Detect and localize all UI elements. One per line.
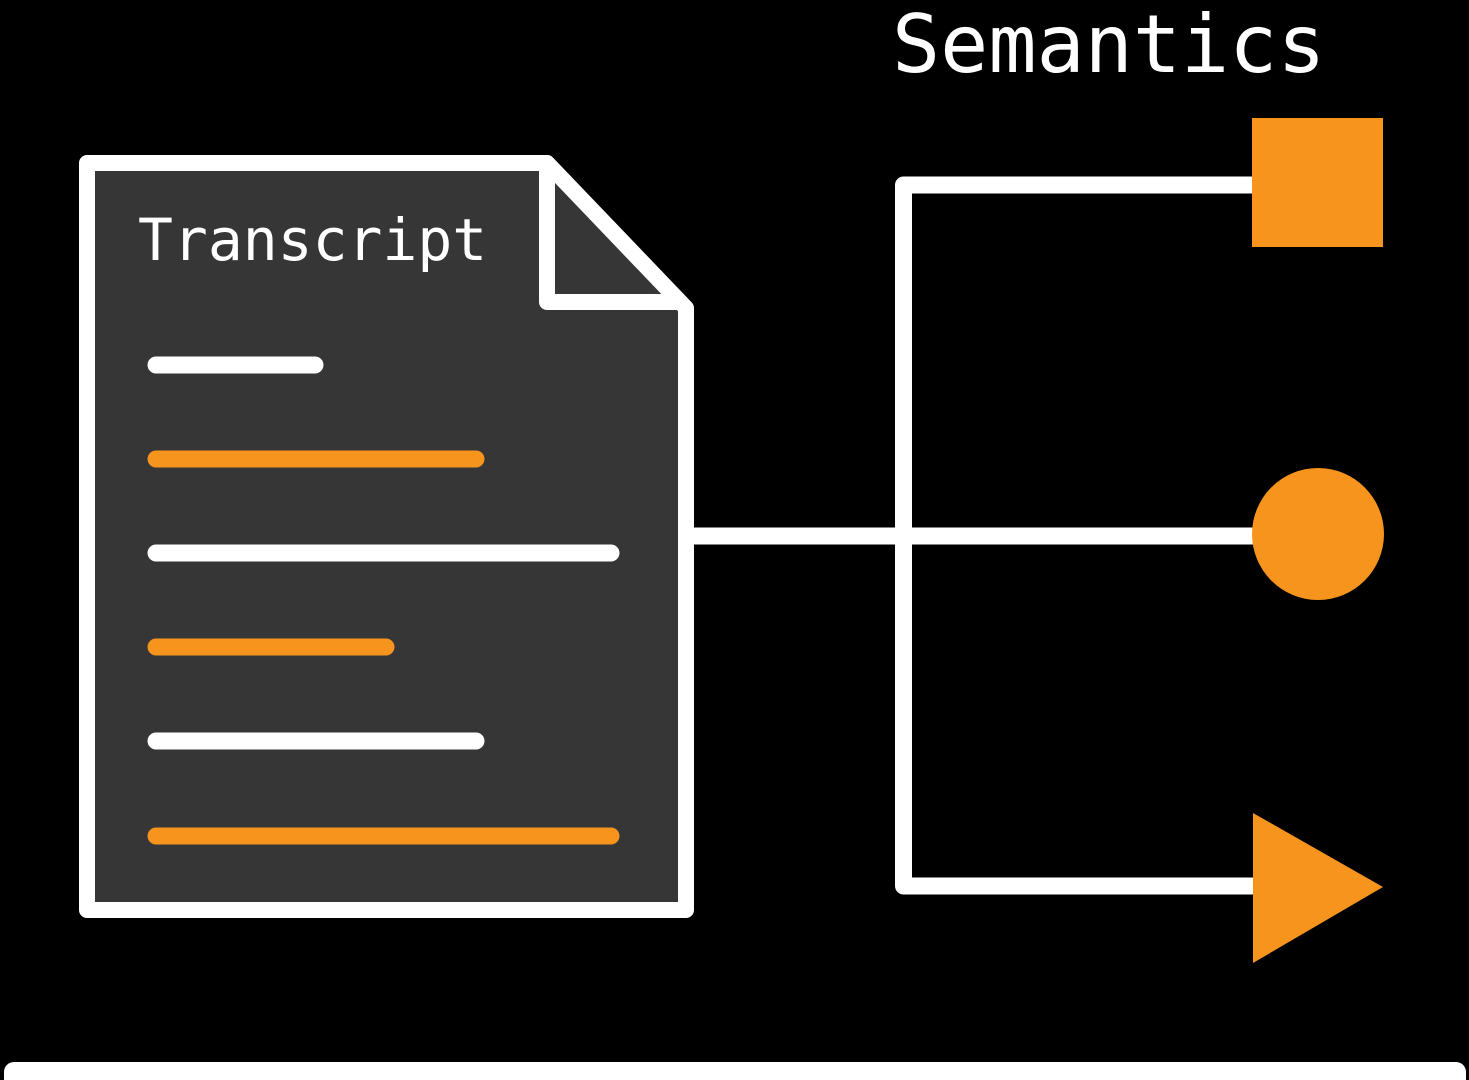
footer-bar — [4, 1062, 1466, 1080]
triangle-icon — [1253, 813, 1383, 963]
semantics-title: Semantics — [892, 0, 1325, 91]
transcript-document: Transcript — [79, 155, 694, 918]
semantics-shapes — [1252, 118, 1384, 963]
document-title: Transcript — [138, 206, 487, 274]
document-fold-corner-icon — [539, 155, 688, 310]
square-icon — [1252, 118, 1383, 247]
circle-icon — [1252, 468, 1384, 600]
document-page — [79, 155, 694, 918]
